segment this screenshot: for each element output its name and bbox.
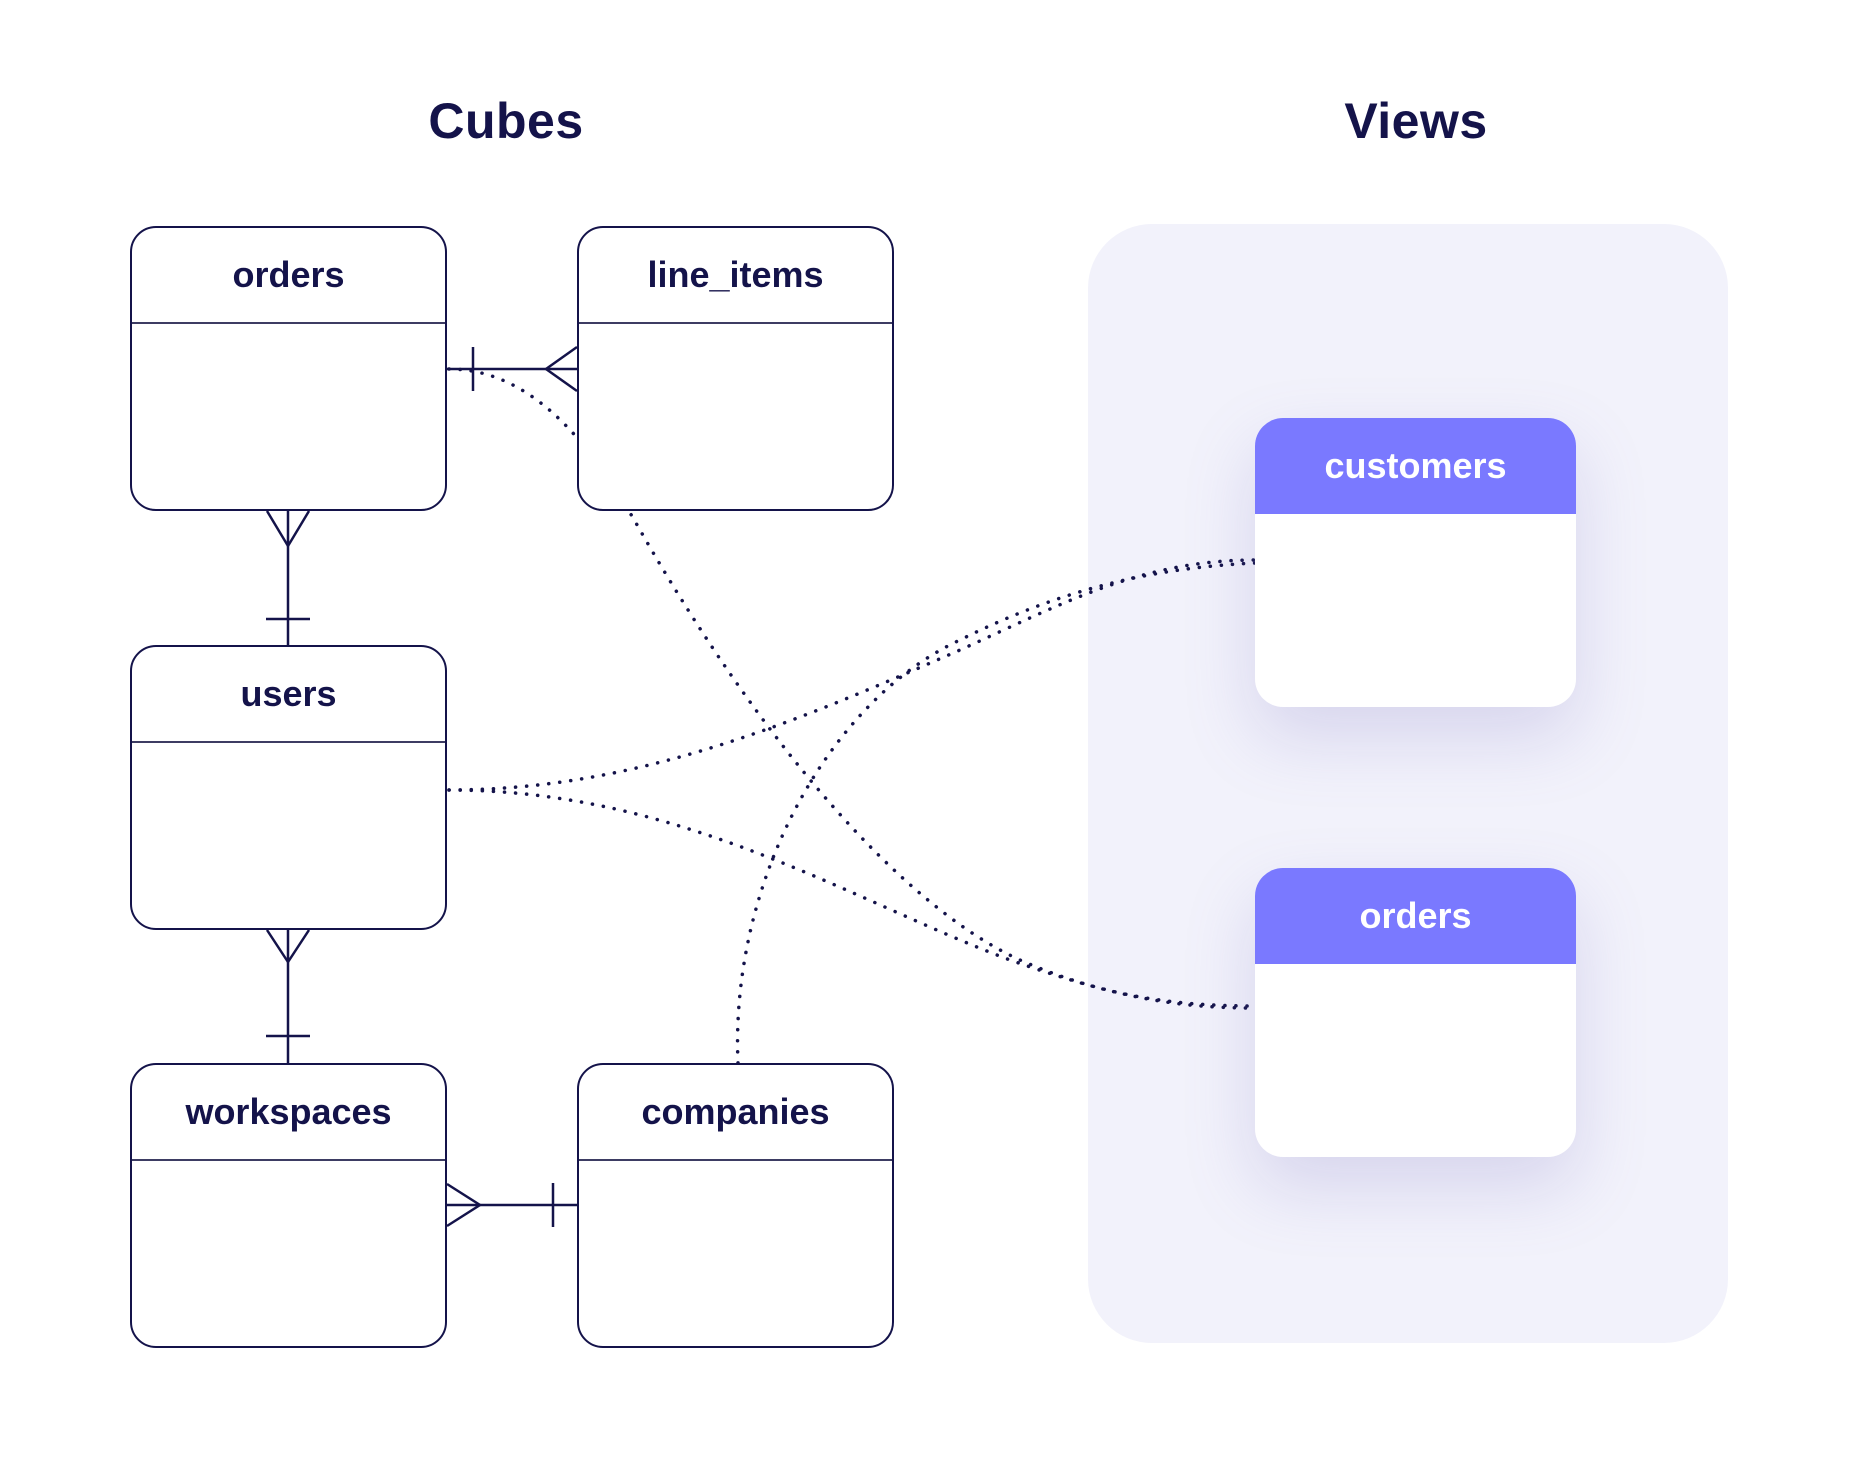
views-title: Views [1344,93,1488,149]
crows-foot [265,510,311,549]
crows-foot [543,345,578,393]
cubes-title: Cubes [428,93,584,149]
cube-title: line_items [579,228,892,324]
cube-title: users [132,647,445,743]
view-customers[interactable]: customers [1255,418,1576,707]
cube-workspaces[interactable]: workspaces [130,1063,447,1348]
views-panel [1088,224,1728,1343]
view-title: customers [1255,418,1576,514]
cube-line-items[interactable]: line_items [577,226,894,511]
view-orders[interactable]: orders [1255,868,1576,1157]
relationship-users-workspaces [265,929,311,1063]
view-title: orders [1255,868,1576,964]
crows-foot [446,1182,483,1228]
cube-orders[interactable]: orders [130,226,447,511]
cube-users[interactable]: users [130,645,447,930]
relationship-orders-users [265,510,311,645]
cube-companies[interactable]: companies [577,1063,894,1348]
cube-title: companies [579,1065,892,1161]
cube-title: orders [132,228,445,324]
relationship-workspaces-companies [446,1182,577,1228]
relationship-orders-line-items [447,345,578,393]
cube-title: workspaces [132,1065,445,1161]
crows-foot [265,929,311,965]
